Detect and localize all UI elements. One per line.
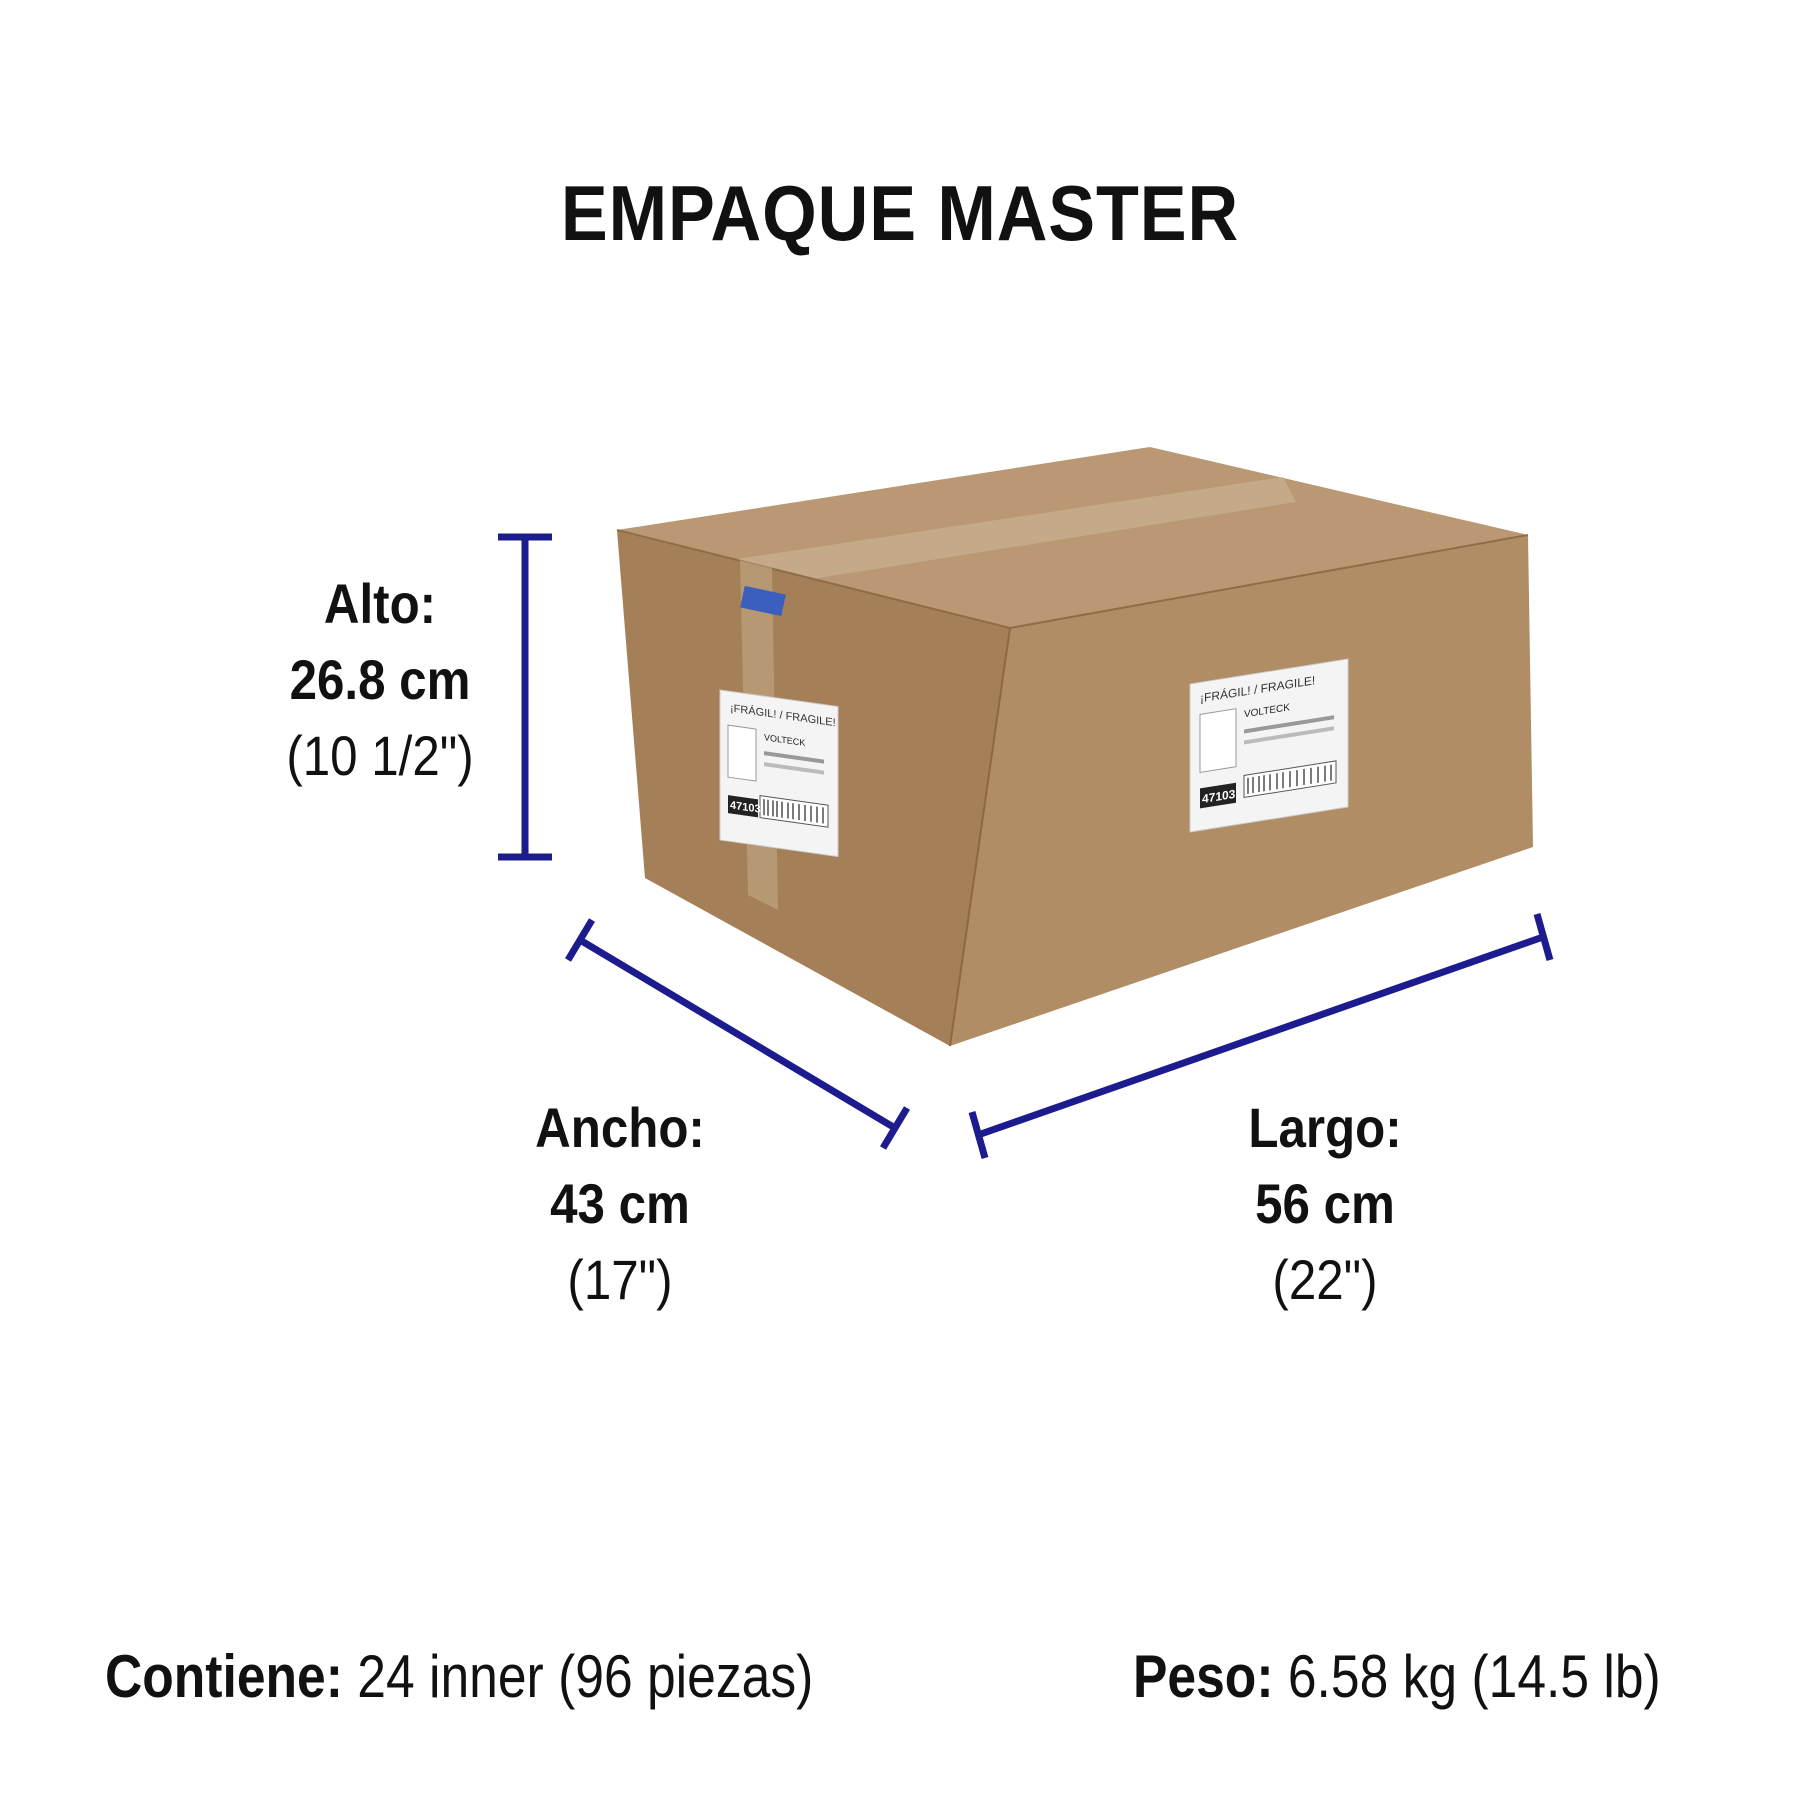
box-front-label: ¡FRÁGIL! / FRAGILE! VOLTECK 47103: [1189, 658, 1349, 833]
weight-label: Peso:: [1133, 1643, 1274, 1710]
alto-label: Alto:: [323, 572, 437, 635]
dimension-largo-line: [968, 913, 1554, 1159]
contents-value: 24 inner (96 piezas): [357, 1643, 814, 1710]
contents-label: Contiene:: [105, 1643, 343, 1710]
dimension-ancho: Ancho: 43 cm (17"): [470, 1090, 769, 1318]
largo-imperial: (22"): [1272, 1248, 1378, 1311]
page-title: EMPAQUE MASTER: [560, 169, 1240, 257]
alto-imperial: (10 1/2"): [286, 724, 474, 787]
side-label-code: 47103: [730, 799, 761, 815]
largo-label: Largo:: [1248, 1096, 1402, 1159]
weight-value: 6.58 kg (14.5 lb): [1287, 1643, 1661, 1710]
box-tape: [690, 477, 1296, 595]
dimension-ancho-line: [564, 918, 911, 1150]
largo-metric: 56 cm: [1255, 1172, 1395, 1235]
dimension-alto-line: [498, 533, 552, 861]
contents-info: Contiene: 24 inner (96 piezas): [105, 1642, 813, 1711]
alto-metric: 26.8 cm: [289, 648, 471, 711]
dimension-largo: Largo: 56 cm (22"): [1180, 1090, 1470, 1318]
weight-info: Peso: 6.58 kg (14.5 lb): [1133, 1642, 1661, 1711]
front-label-code: 47103: [1202, 787, 1236, 806]
ancho-metric: 43 cm: [550, 1172, 690, 1235]
dimension-alto: Alto: 26.8 cm (10 1/2"): [222, 566, 539, 794]
ancho-imperial: (17"): [567, 1248, 673, 1311]
box-side-label: ¡FRÁGIL! / FRAGILE! VOLTECK 47103: [719, 689, 839, 858]
ancho-label: Ancho:: [535, 1096, 705, 1159]
